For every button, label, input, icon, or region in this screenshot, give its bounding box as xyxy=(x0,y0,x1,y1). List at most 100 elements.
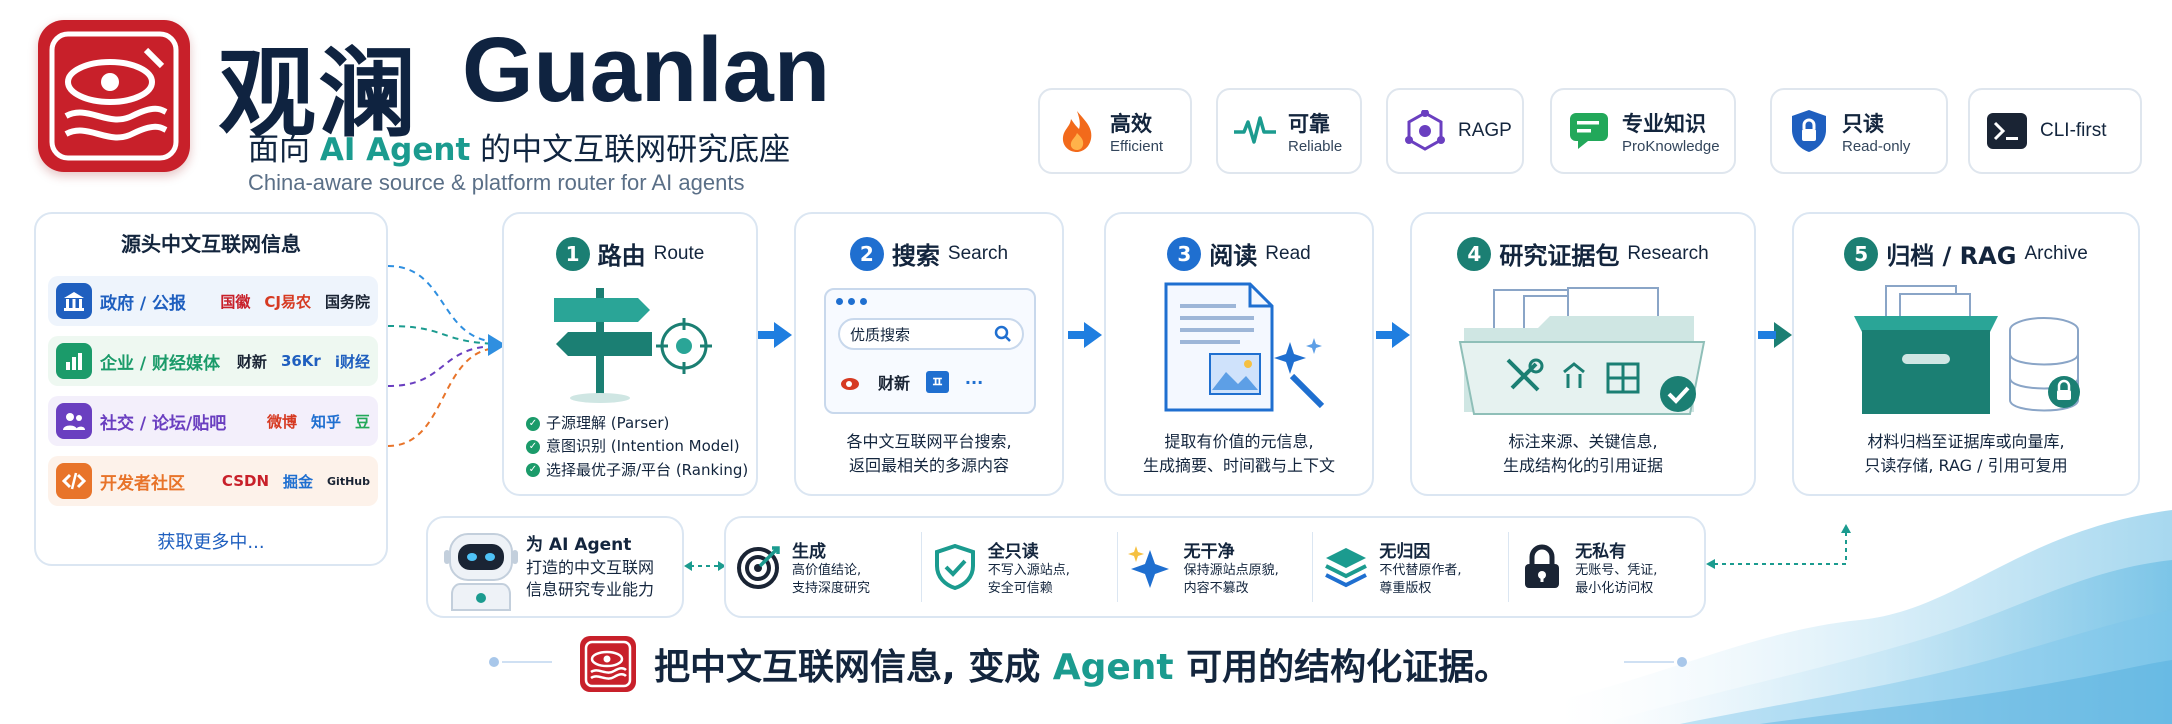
step-read: 3 阅读 Read 提取有价值的元信息, 生成摘要、时间戳与上下文 xyxy=(1104,212,1374,496)
badge-efficient-cn: 高效 xyxy=(1110,111,1152,136)
agent-line: 信息研究专业能力 xyxy=(526,579,655,599)
source-logo: i财经 xyxy=(334,352,370,371)
step-title-en: Archive xyxy=(2024,242,2088,264)
flow-arrow xyxy=(1376,322,1410,348)
step-research: 4 研究证据包 Research 标注来源、关键信息, 生成结构化的引用证据 xyxy=(1410,212,1756,496)
badge-cli-first: CLI-first xyxy=(1968,88,2142,174)
principles-panel: 生成高价值结论,支持深度研究 全只读不写入源站点,安全可信赖 无干净保持源站点原… xyxy=(724,516,1706,618)
search-results-logos: 财新 ㅍ ··· xyxy=(840,370,983,394)
principle-desc: 高价值结论, xyxy=(792,562,862,578)
agent-connector xyxy=(684,561,726,571)
tagline-post: 的中文互联网研究底座 xyxy=(470,132,791,168)
shield-check-icon xyxy=(932,544,978,590)
source-logo: 微博 xyxy=(266,412,297,431)
principle-title: 无私有 xyxy=(1575,541,1627,562)
title-english: Guanlan xyxy=(462,19,831,121)
document-icon xyxy=(1164,282,1325,412)
robot-icon xyxy=(444,533,518,611)
step-number: 2 xyxy=(849,236,884,271)
step-number: 5 xyxy=(1844,236,1879,271)
eye-wave-icon xyxy=(49,31,179,161)
check-icon: ✓ xyxy=(526,416,540,431)
badge-proknowledge-cn: 专业知识 xyxy=(1622,111,1706,136)
source-logo: 财新 xyxy=(236,352,267,371)
principle-desc: 安全可信赖 xyxy=(987,580,1053,596)
step-desc-line: 标注来源、关键信息, xyxy=(1508,432,1658,451)
search-result-logo: ㅍ xyxy=(926,371,949,393)
step-archive: 5 归档 / RAG Archive 材料归档至证据库或向量库, 只读存储, R… xyxy=(1792,212,2140,496)
source-row-finance: 企业 / 财经媒体 财新 36Kr i财经 xyxy=(48,336,378,386)
chat-icon xyxy=(1566,108,1612,154)
source-logo: 国务院 xyxy=(324,292,370,311)
source-logo: CSDN xyxy=(221,472,270,490)
subtitle: China-aware source & platform router for… xyxy=(248,170,745,195)
route-bullet-text: 子源理解 (Parser) xyxy=(546,414,670,432)
step-number: 4 xyxy=(1457,236,1492,271)
flow-arrow xyxy=(1068,322,1102,348)
lock-icon xyxy=(1519,544,1565,590)
pulse-icon xyxy=(1232,108,1278,154)
principle-desc: 保持源站点原貌, xyxy=(1183,562,1279,578)
principle-desc: 尊重版权 xyxy=(1379,580,1432,596)
check-icon: ✓ xyxy=(526,439,540,454)
footer-highlight: Agent xyxy=(1052,647,1174,688)
source-logo: CJ易农 xyxy=(264,292,311,311)
archive-database-icon xyxy=(1854,285,2080,414)
government-icon xyxy=(56,283,92,319)
step-number: 1 xyxy=(555,236,590,271)
badge-readonly-en: Read-only xyxy=(1842,137,1911,155)
source-label-social: 社交 / 论坛/贴吧 xyxy=(100,413,227,434)
source-logo: 36Kr xyxy=(280,352,321,370)
principle-title: 生成 xyxy=(792,541,826,562)
badge-ragp-en: RAGP xyxy=(1458,120,1512,141)
browser-window: 优质搜索 财新 ㅍ ··· xyxy=(824,288,1036,414)
network-icon xyxy=(1402,108,1448,154)
principle-clean: 无干净保持源站点原貌,内容不篡改 xyxy=(1116,532,1313,602)
browser-dots xyxy=(836,298,867,305)
flow-arrow xyxy=(1758,322,1792,348)
step-desc-line: 返回最相关的多源内容 xyxy=(848,456,1009,475)
source-label-finance: 企业 / 财经媒体 xyxy=(100,353,221,374)
principle-generate: 生成高价值结论, 支持深度研究 xyxy=(726,532,921,602)
badge-reliable-cn: 可靠 xyxy=(1288,111,1330,136)
chart-icon xyxy=(56,343,92,379)
source-logo: 国徽 xyxy=(220,292,251,311)
source-logo: 掘金 xyxy=(283,472,314,491)
agent-capability-box: 为 AI Agent 打造的中文互联网 信息研究专业能力 xyxy=(426,516,684,618)
agent-line: 打造的中文互联网 xyxy=(526,557,655,577)
step-desc-line: 只读存储, RAG / 引用可复用 xyxy=(1864,456,2068,475)
route-bullet: ✓选择最优子源/平台 (Ranking) xyxy=(526,459,748,482)
principle-desc: 支持深度研究 xyxy=(792,580,871,596)
target-icon xyxy=(736,544,782,590)
agent-line: 为 AI Agent xyxy=(526,535,632,555)
footer-dotted-line xyxy=(489,657,1687,667)
footer-slogan: 把中文互联网信息, 变成 Agent 可用的结构化证据。 xyxy=(580,636,1510,692)
source-row-developer: 开发者社区 CSDN 掘金 GitHub xyxy=(48,456,378,506)
users-icon xyxy=(56,403,92,439)
source-label-government: 政府 / 公报 xyxy=(100,293,187,314)
sources-more-link[interactable]: 获取更多中... xyxy=(157,532,265,553)
step-title-cn: 阅读 xyxy=(1209,242,1258,270)
search-result-logo: 财新 xyxy=(878,374,911,393)
route-bullet: ✓意图识别 (Intention Model) xyxy=(526,435,748,458)
archive-return-connector xyxy=(1706,524,1851,569)
principle-desc: 最小化访问权 xyxy=(1575,580,1654,596)
principle-desc: 无账号、凭证, xyxy=(1575,562,1658,578)
source-connectors xyxy=(388,265,506,447)
principle-readonly: 全只读不写入源站点,安全可信赖 xyxy=(920,532,1117,602)
badge-cli-en: CLI-first xyxy=(2040,120,2107,141)
step-title-en: Route xyxy=(653,242,705,264)
title-chinese: 观澜 xyxy=(218,37,419,151)
source-logo: 知乎 xyxy=(310,412,341,431)
eye-wave-icon xyxy=(584,640,632,688)
principle-desc: 不写入源站点, xyxy=(987,562,1070,578)
footer-pre: 把中文互联网信息, 变成 xyxy=(654,647,1053,688)
flame-icon xyxy=(1054,108,1100,154)
principle-private: 无私有无账号、凭证, 最小化访问权 xyxy=(1508,532,1704,602)
badge-ragp: RAGP xyxy=(1386,88,1524,174)
layers-icon xyxy=(1323,544,1369,590)
search-input[interactable]: 优质搜索 xyxy=(838,318,1024,350)
terminal-icon xyxy=(1984,108,2030,154)
